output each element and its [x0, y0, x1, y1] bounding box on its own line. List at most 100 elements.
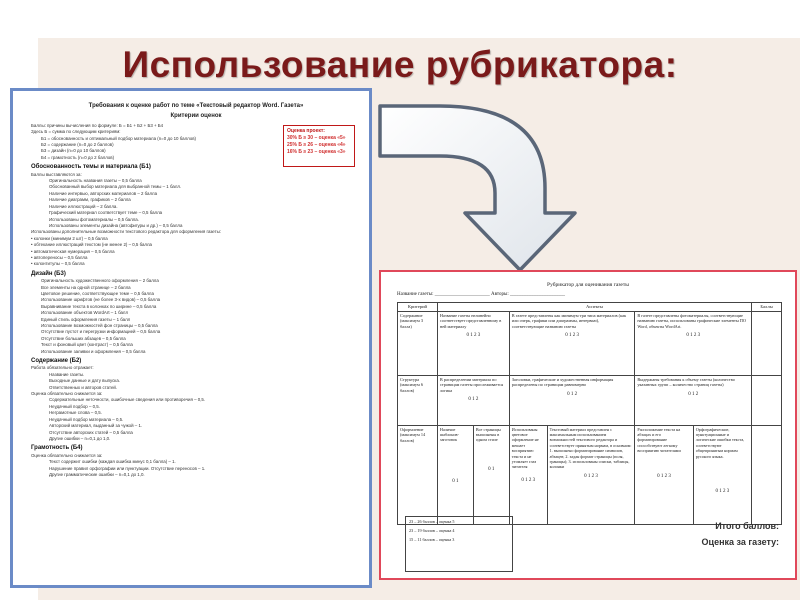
- list-item: Единый стиль оформления газеты – 1 балл: [41, 316, 131, 322]
- doc-title: Требования к оценке работ по теме «Текст…: [88, 103, 304, 109]
- aspect-cell: В газете представлены как минимум три ти…: [508, 310, 636, 376]
- grade-scale-line: 15 – 11 баллов – оценка 3: [409, 537, 455, 542]
- list-item: Наличие иллюстраций – 2 балла.: [49, 203, 118, 209]
- list-item: Ответственных и авторов статей.: [49, 384, 118, 390]
- aspect-subcell: Наличие шаблонов-заготовок 0 1: [437, 425, 474, 524]
- list-item: Название газеты.: [49, 371, 85, 377]
- list-item: Нарушение правил орфографии или пунктуац…: [49, 465, 206, 471]
- list-item: Использованы элементы дизайна (автофигур…: [49, 222, 183, 228]
- points-cell: [751, 374, 782, 426]
- list-item: Наличие интервью, авторских материалов –…: [49, 190, 158, 196]
- aspect-text: Использованы цветовое оформление не меша…: [511, 426, 539, 470]
- list-item: Отсутствие пустот и перегрузки информаци…: [41, 329, 161, 335]
- points-cell: [751, 424, 782, 525]
- note-line: 30% Б ≥ 30 – оценка «5»: [287, 135, 346, 141]
- score-options: 0 1: [452, 478, 459, 484]
- list-item: Использованы дополнительные возможности …: [31, 229, 221, 235]
- aspect-text: В газете представлены как минимум три ти…: [511, 312, 627, 329]
- list-item: Неудачный подбор – 0,5.: [49, 403, 100, 409]
- aspect-cell: В распределении материала по страницам г…: [436, 374, 510, 426]
- aspect-subcell: Текстовый материал представлен с максима…: [547, 426, 634, 524]
- header-points: Баллы: [751, 302, 782, 312]
- totals-block: Итого баллов: Оценка за газету:: [702, 518, 779, 550]
- list-item: • колонтитулы – 0,5 балла: [31, 261, 85, 267]
- list-item: Наличие диаграмм, графиков – 2 балла: [49, 197, 131, 203]
- score-options: 0 1: [488, 466, 495, 472]
- note-line: 16% Б ≥ 23 – оценка «3»: [287, 149, 346, 155]
- nested-table: Расположение текста на абзацах и его фор…: [635, 425, 751, 524]
- rubric-table: Критерий Аспекты Баллы Содержание (макси…: [397, 302, 782, 525]
- aspect-subcell: Все страницы выполнены в одном стиле 0 1: [473, 426, 508, 524]
- list-item: Оригинальность художественного оформлени…: [41, 278, 159, 284]
- newspaper-grade-label: Оценка за газету:: [701, 537, 779, 547]
- list-item: Использование шрифтов (не более 3-х видо…: [41, 297, 161, 303]
- nested-table: Использованы цветовое оформление не меша…: [509, 425, 635, 524]
- list-item: Другие ошибки – n=0,1 до 1,0.: [49, 435, 111, 441]
- list-item: Выходные данные и дату выпуска.: [49, 378, 120, 384]
- list-item: Обоснованный выбор материала для выбранн…: [49, 184, 182, 190]
- rubric-document: Рубрикатор для оценивания газеты Названи…: [379, 270, 797, 580]
- list-item: Использование возможностей фон страницы …: [41, 323, 158, 328]
- table-header-row: Критерий Аспекты Баллы: [397, 302, 782, 312]
- intro-line: Баллы: причины вычисления по формуле: Б …: [31, 122, 164, 128]
- table-row: Оформление (максимум 14 баллов) Наличие …: [397, 424, 782, 525]
- section-subheader: Работа обязательно отражает:: [31, 365, 94, 371]
- criterion-cell: Содержание (максимум 3 балла): [397, 310, 438, 376]
- list-item: Текст содержит ошибки (каждая ошибка мин…: [49, 459, 176, 465]
- intro-line: Б2 = содержание (n=0 до 2 баллов): [41, 142, 114, 148]
- list-item: Содержательные неточности, ошибочные све…: [49, 397, 206, 403]
- aspect-text: В распределении материала по страницам г…: [439, 376, 504, 393]
- list-item: • автоматическая нумерация – 0,5 балла: [31, 248, 115, 254]
- intro-line: Б3 = дизайн (n=0 до 10 баллов): [41, 148, 106, 154]
- score-options: 0 1 2 3: [715, 489, 730, 495]
- aspect-text: Все страницы выполнены в одном стиле: [475, 426, 501, 443]
- aspect-cell: Использованы цветовое оформление не меша…: [508, 424, 636, 525]
- rubric-name-line: Название газеты: ______________________ …: [397, 292, 566, 297]
- nested-table: Наличие шаблонов-заготовок 0 1 Все стран…: [437, 425, 509, 524]
- score-options: 0 1 2 3: [466, 333, 481, 339]
- grade-scale-line: 23 – 26 баллов – оценка 5: [409, 519, 455, 524]
- grade-scale-box: 23 – 26 баллов – оценка 5 23 – 19 баллов…: [405, 516, 513, 572]
- section-subheader: Баллы выставляются за:: [31, 171, 82, 177]
- aspect-cell: Название газеты нелинейно соответствует …: [436, 310, 510, 376]
- list-item: Использованы фотоматериалы – 0,5 балла.: [49, 216, 139, 222]
- grade-note-box: Оценка проект: 30% Б ≥ 30 – оценка «5» 2…: [283, 125, 355, 167]
- aspect-cell: Заголовки, графические и художественная …: [508, 374, 636, 426]
- aspect-text: Текстовый материал представлен с максима…: [549, 426, 632, 470]
- intro-line: Здесь Б = сумма по следующим критериям:: [31, 129, 121, 135]
- section-header: Обоснованность темы и материала (Б1): [31, 164, 151, 171]
- list-item: Графический материал соответствует теме …: [49, 210, 163, 216]
- aspect-text: Выдержаны требования к объему газеты (ко…: [637, 376, 735, 388]
- points-cell: [751, 310, 782, 376]
- requirements-document: Требования к оценке работ по теме «Текст…: [10, 88, 372, 588]
- list-item: Текст и фоновый цвет (контраст) – 0,5 ба…: [41, 342, 133, 348]
- table-row: Содержание (максимум 3 балла) Название г…: [397, 310, 782, 376]
- list-item: Цветовое решение, соответствующее теме –…: [41, 290, 154, 296]
- aspect-text: Расположение текста на абзацах и его фор…: [637, 426, 681, 454]
- intro-block: Баллы: причины вычисления по формуле: Б …: [31, 123, 361, 161]
- aspect-cell: В газете представлены фотоматериалы, соо…: [634, 310, 753, 376]
- score-options: 0 1 2: [688, 391, 699, 397]
- list-item: • обтекание иллюстраций текстом (не мене…: [31, 242, 152, 248]
- aspect-subcell: Использованы цветовое оформление не меша…: [509, 425, 548, 524]
- score-options: 0 1 2 3: [686, 333, 701, 339]
- rubric-title: Рубрикатор для оценивания газеты: [547, 282, 629, 288]
- list-item: Неграмотные слова – 0,5.: [49, 410, 102, 416]
- section-header: Грамотность (Б4): [31, 445, 83, 452]
- aspect-text: Орфографические, пунктуационные и логиче…: [695, 426, 745, 459]
- score-options: 0 1 2 3: [521, 477, 536, 483]
- aspect-text: Наличие шаблонов-заготовок: [439, 426, 459, 443]
- list-item: Оценка обязательно снижается за:: [31, 391, 103, 397]
- score-options: 0 1 2: [468, 397, 479, 403]
- section-header: Содержание (Б2): [31, 358, 82, 365]
- slide-title: Использование рубрикатора:: [122, 44, 678, 85]
- list-item: Неудачный подбор материала – 0,5.: [49, 416, 124, 422]
- note-title: Оценка проект:: [287, 128, 325, 134]
- table-row: Структура (максимум 6 баллов) В распреде…: [397, 374, 782, 426]
- aspect-cell: Расположение текста на абзацах и его фор…: [634, 424, 753, 525]
- aspect-subcell: Орфографические, пунктуационные и логиче…: [693, 426, 751, 524]
- header-criterion: Критерий: [397, 302, 438, 312]
- criterion-cell: Структура (максимум 6 баллов): [397, 374, 438, 426]
- list-item: Выравнивание текста в колонках по ширине…: [41, 303, 157, 309]
- score-options: 0 1 2 3: [584, 473, 598, 479]
